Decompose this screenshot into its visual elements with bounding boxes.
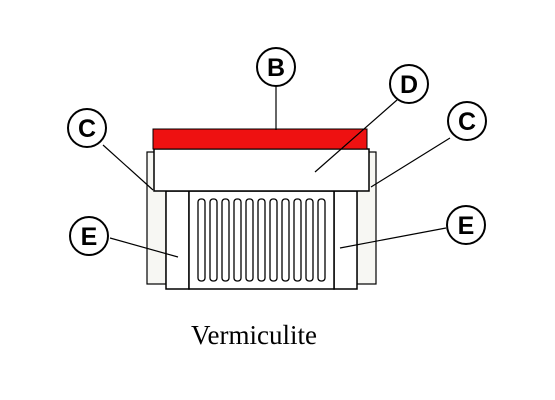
grate-bar xyxy=(293,198,302,282)
callout-c-left: C xyxy=(67,108,107,148)
left-inner-brick xyxy=(165,190,190,290)
grate-bar xyxy=(209,198,218,282)
callout-circle-e-left xyxy=(69,216,109,256)
baffle-board xyxy=(153,148,370,192)
callout-label-e-right: E xyxy=(458,212,475,240)
leader-line-c-right xyxy=(370,137,451,188)
leader-lines xyxy=(102,86,451,258)
grate-bar xyxy=(221,198,230,282)
right-inner-brick xyxy=(333,190,358,290)
callout-label-c-left: C xyxy=(78,115,96,143)
callout-label-c-right: C xyxy=(458,108,476,136)
callout-e-right: E xyxy=(446,205,486,245)
grate-bar xyxy=(245,198,254,282)
grate-bar xyxy=(233,198,242,282)
leader-line-d xyxy=(314,99,398,173)
callout-circle-c-left xyxy=(67,108,107,148)
diagram-caption: Vermiculite xyxy=(191,320,317,350)
grate-bar xyxy=(269,198,278,282)
callout-d: D xyxy=(389,64,429,104)
grate-bar xyxy=(317,198,326,282)
grate-bar xyxy=(305,198,314,282)
grate-bar xyxy=(197,198,206,282)
grate-bar xyxy=(257,198,266,282)
grate-bars xyxy=(197,198,326,282)
callout-label-d: D xyxy=(400,71,418,99)
grate-frame xyxy=(188,190,335,290)
callout-c-right: C xyxy=(447,101,487,141)
callout-circle-c-right xyxy=(447,101,487,141)
leader-line-e-right xyxy=(339,227,447,249)
callout-circle-b xyxy=(256,47,296,87)
callout-b: B xyxy=(256,47,296,87)
leader-line-c-left xyxy=(102,144,154,191)
callout-circle-d xyxy=(389,64,429,104)
top-plate xyxy=(152,128,368,150)
callout-e-left: E xyxy=(69,216,109,256)
callout-label-b: B xyxy=(267,54,285,82)
grate-bar xyxy=(281,198,290,282)
callout-circle-e-right xyxy=(446,205,486,245)
callout-label-e-left: E xyxy=(81,223,98,251)
leader-line-e-left xyxy=(109,237,179,258)
